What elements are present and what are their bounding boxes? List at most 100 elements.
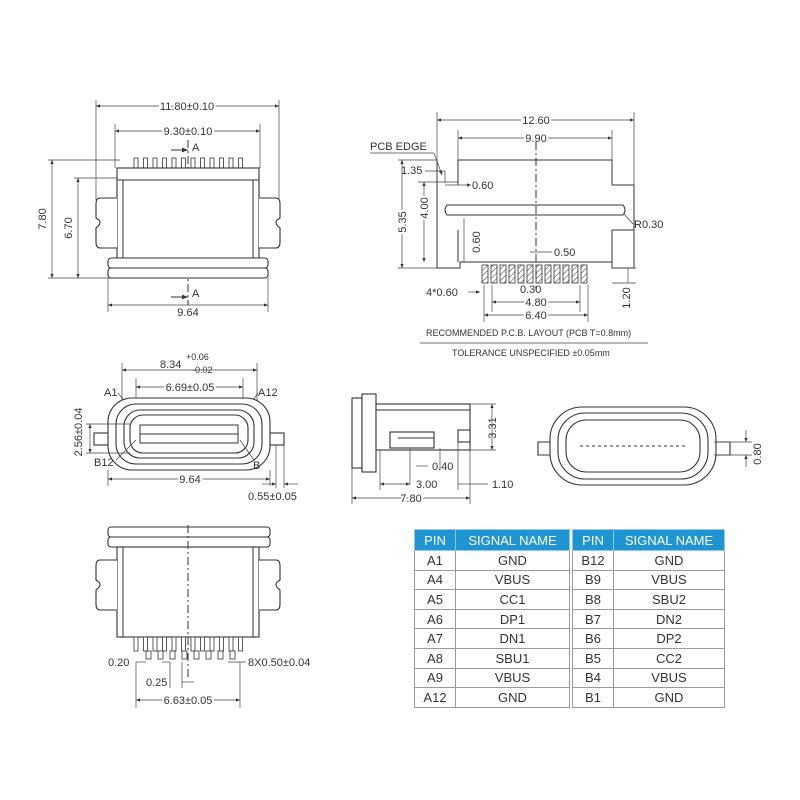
top-pin [228, 157, 234, 169]
pcb-pad [499, 264, 507, 284]
pcb-layout: 12.60 9.90 PCB EDGE R0.30 5.35 [370, 112, 663, 358]
dim-side-300: 3.00 [416, 479, 437, 491]
dim-135: 1.35 [401, 165, 422, 177]
top-pin [162, 157, 167, 169]
bottom-pin-tail [205, 650, 212, 660]
bottom-pin-tail [193, 650, 200, 660]
signal-header: SIGNAL NAME [455, 529, 570, 551]
label-a12: A12 [258, 387, 278, 399]
signal-cell: SBU2 [613, 589, 725, 610]
dim-120: 1.20 [621, 287, 633, 308]
bottom-pin [171, 636, 177, 652]
pin-cell: B12 [572, 550, 614, 571]
pin-header: PIN [414, 529, 456, 551]
pcb-pads [481, 264, 588, 284]
top-pin [219, 157, 224, 169]
top-pin [143, 157, 148, 169]
pin-cell: A4 [414, 569, 456, 591]
top-pin [209, 157, 215, 169]
dim-535: 5.35 [397, 211, 409, 232]
top-pin [200, 157, 205, 169]
section-mark-bottom: A [192, 288, 200, 300]
pin-cell: B6 [572, 628, 614, 649]
pcb-pad [517, 264, 525, 284]
dim-bottom-pins: 8X0.50±0.04 [248, 657, 310, 669]
pcb-pad [562, 264, 570, 284]
dim-front-tol-plus: +0.06 [186, 352, 209, 362]
bottom-pin [190, 636, 196, 652]
dim-front-tol-minus: -0.02 [192, 365, 213, 375]
pcb-pad [571, 264, 579, 284]
signal-cell: GND [455, 550, 570, 571]
pin-cell: A5 [414, 589, 456, 610]
dim-bottom-025: 0.25 [146, 677, 167, 689]
pin-cell: B9 [572, 569, 614, 591]
bottom-pin [200, 636, 205, 652]
dim-front-height: 2.56±0.04 [73, 408, 85, 457]
dim-front-bottom: 9.64 [179, 474, 200, 486]
top-pin [171, 157, 177, 169]
label-b: B [253, 460, 260, 472]
dim-480: 4.80 [525, 297, 546, 309]
signal-cell: GND [613, 687, 725, 708]
signal-cell: VBUS [455, 569, 570, 591]
pcb-pad [580, 264, 588, 284]
dim-pcb-overall: 12.60 [522, 115, 550, 127]
pin-cell: A8 [414, 647, 456, 669]
dim-inner-width: 9.30±0.10 [164, 126, 213, 138]
dim-pcb-inner: 9.90 [525, 133, 546, 145]
label-b12: B12 [94, 457, 114, 469]
dim-030: 0.30 [520, 284, 541, 296]
section-mark-top: A [192, 142, 200, 154]
bottom-pin [209, 636, 215, 652]
front-view: 8.34 +0.06 -0.02 6.69±0.05 A1 A12 B12 B … [73, 352, 298, 503]
pcb-pad [490, 264, 498, 284]
signal-cell: GND [613, 550, 725, 571]
bottom-view: 0.20 8X0.50±0.04 0.25 6.63±0.05 [95, 525, 310, 709]
pin-header: PIN [572, 529, 614, 551]
pin-cell: B4 [572, 667, 614, 689]
pin-cell: B8 [572, 589, 614, 610]
end-view: 0.80 [537, 406, 764, 486]
dim-front-tab: 0.55±0.05 [248, 491, 297, 503]
dim-side-110: 1.10 [492, 479, 513, 491]
bottom-pin [228, 636, 234, 652]
bottom-pin [219, 636, 224, 652]
bottom-pin-tail [181, 650, 188, 660]
side-view: 3.31 0.40 3.00 1.10 7.80 [351, 393, 513, 507]
dim-pads: 4*0.60 [426, 287, 458, 299]
top-pin [181, 157, 186, 169]
dim-end-080: 0.80 [752, 443, 764, 464]
dim-side-height: 3.31 [487, 417, 499, 438]
signal-cell: VBUS [613, 569, 725, 591]
dim-050: 0.50 [554, 247, 575, 259]
dim-bottom-width: 6.63±0.05 [164, 695, 213, 707]
bottom-pin-tail [145, 650, 152, 660]
pin-cell: A7 [414, 628, 456, 649]
bottom-pin-tail [217, 650, 224, 660]
bottom-pin-tail [169, 650, 176, 660]
bottom-pin [133, 636, 139, 652]
signal-header: SIGNAL NAME [613, 529, 725, 551]
top-pin [190, 157, 196, 169]
dim-060-side: 0.60 [471, 231, 483, 252]
pin-cell: A1 [414, 550, 456, 571]
top-pin [152, 157, 158, 169]
recommended-note: RECOMMENDED P.C.B. LAYOUT (PCB T=0.8mm) [426, 328, 631, 338]
dim-400: 4.00 [419, 197, 431, 218]
top-pin [238, 157, 243, 169]
signal-cell: SBU1 [455, 647, 570, 669]
bottom-pin [238, 636, 243, 652]
signal-cell: DN2 [613, 608, 725, 630]
